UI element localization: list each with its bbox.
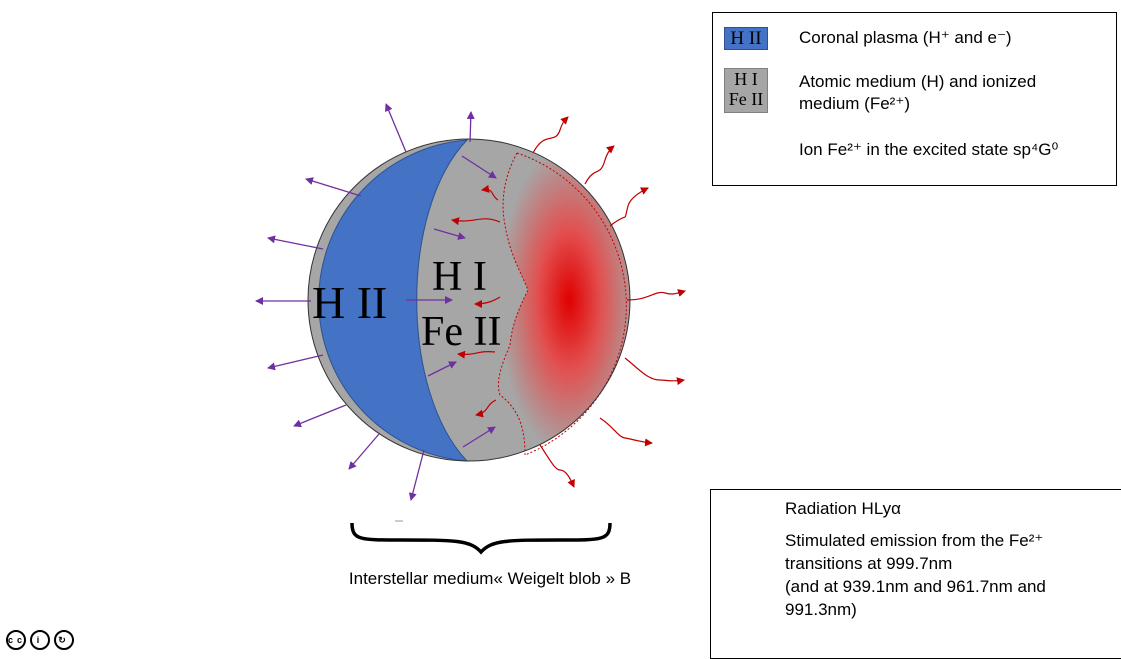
sa-icon: ↻	[54, 630, 74, 650]
legend-atomic-text-line2: medium (Fe²⁺)	[799, 94, 910, 113]
inner-emission-arrows	[451, 184, 501, 418]
label-h-ii: H II	[312, 277, 387, 328]
brace	[350, 522, 612, 555]
legend-ionized-text: Coronal plasma (H⁺ and e⁻)	[799, 28, 1012, 47]
outer-emission-arrows	[532, 116, 686, 488]
label-h-i: H I	[432, 254, 487, 300]
legend-arrows: Radiation HLyα Stimulated emission from …	[710, 489, 1121, 659]
legend-regions: H II Coronal plasma (H⁺ and e⁻) H I Fe I…	[712, 12, 1117, 186]
legend-emission-line1: Stimulated emission from the Fe²⁺	[785, 531, 1044, 550]
legend-radiation-text: Radiation HLyα	[785, 499, 901, 518]
cc-icon: cc	[6, 630, 26, 650]
outward-radiation-arrows	[255, 103, 475, 501]
by-icon: i	[30, 630, 50, 650]
swatch-atomic: H I Fe II	[724, 68, 768, 113]
ionized-region	[318, 139, 469, 462]
legend-excited-text: Ion Fe²⁺ in the excited state sp⁴G⁰	[799, 140, 1059, 159]
excited-ion-boundary	[497, 152, 529, 456]
excited-ion-region	[498, 145, 630, 455]
swatch-atomic-line2: Fe II	[728, 89, 764, 109]
label-fe-ii: Fe II	[421, 309, 501, 355]
legend-emission-line3: (and at 939.1nm and 961.7nm and	[785, 577, 1046, 596]
swatch-atomic-line1: H I	[734, 69, 758, 89]
swatch-ionized: H II	[724, 27, 768, 50]
legend-atomic-text-line1: Atomic medium (H) and ionized	[799, 72, 1037, 91]
legend-emission-line4: 991.3nm)	[785, 600, 857, 619]
diagram-caption: Interstellar medium« Weigelt blob » B	[348, 569, 632, 588]
inward-radiation-arrows	[406, 155, 497, 448]
legend-emission-line2: transitions at 999.7nm	[785, 554, 953, 573]
